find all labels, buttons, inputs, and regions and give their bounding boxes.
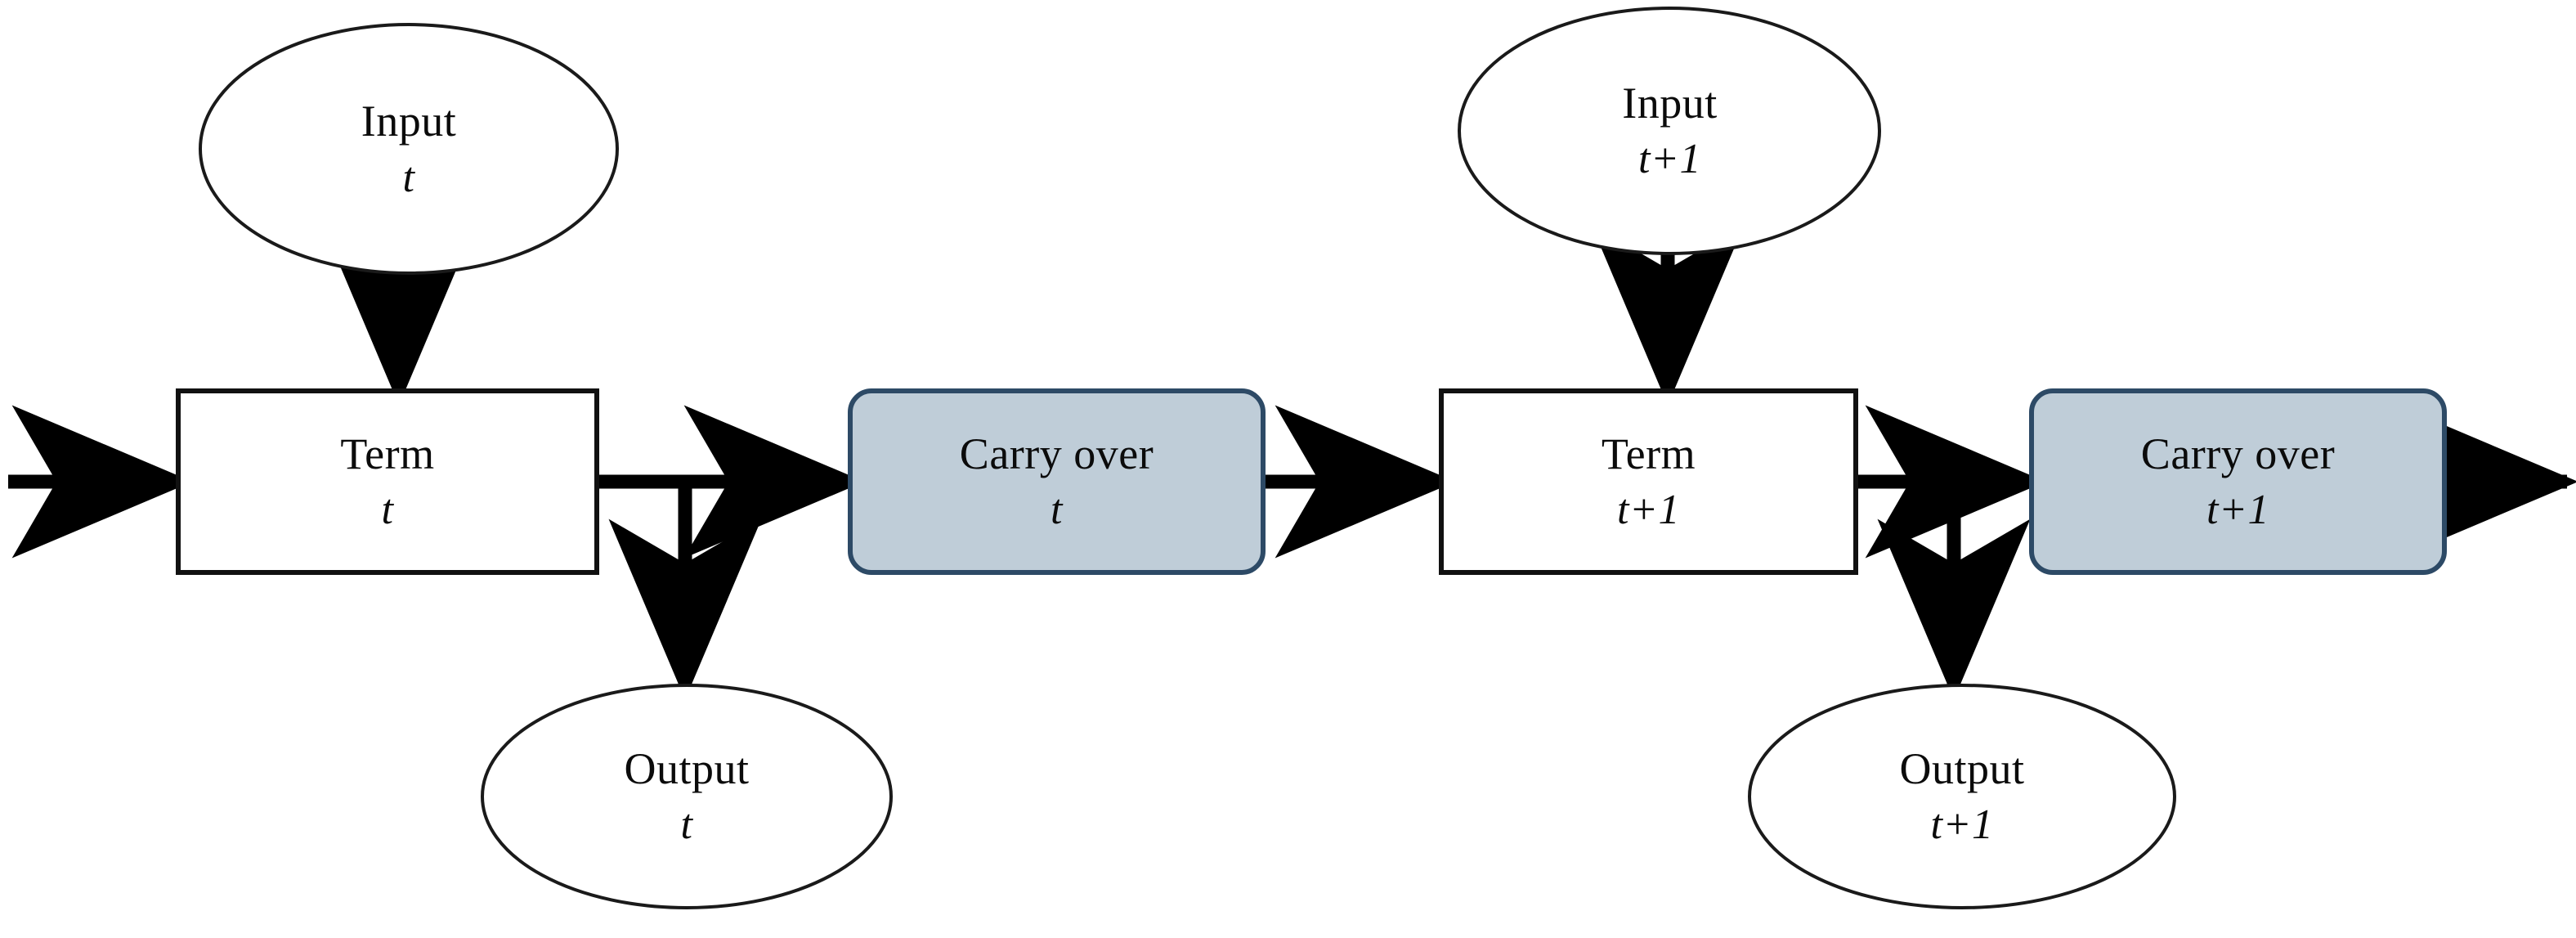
node-output-t-shape[interactable] — [481, 684, 893, 909]
node-input-t-plus-1-shape[interactable] — [1458, 7, 1881, 255]
node-output-t-plus-1-shape[interactable] — [1748, 684, 2176, 909]
node-term-t-plus-1-shape[interactable] — [1439, 388, 1858, 575]
node-input-t-shape[interactable] — [199, 23, 619, 275]
node-term-t-shape[interactable] — [176, 388, 599, 575]
node-carry-over-t-plus-1-shape[interactable] — [2029, 388, 2447, 575]
node-carry-over-t-shape[interactable] — [848, 388, 1266, 575]
